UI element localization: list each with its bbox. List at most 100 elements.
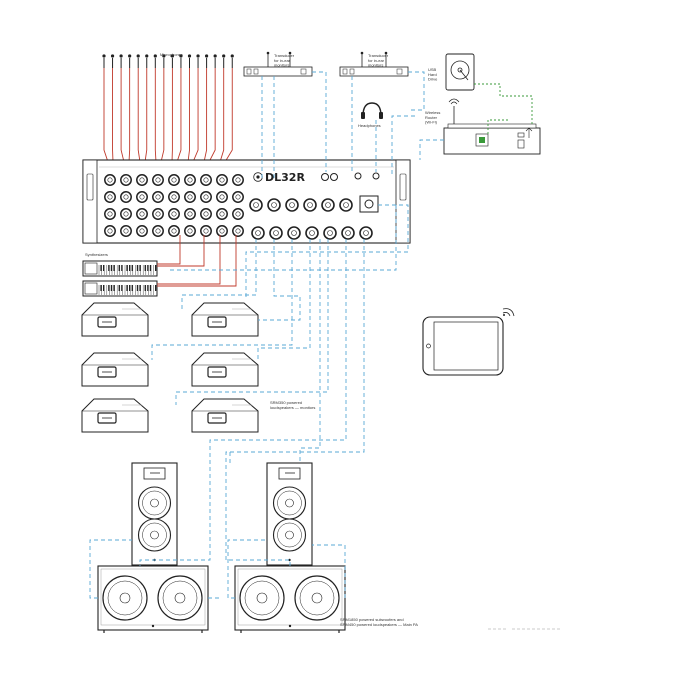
microphone — [187, 54, 192, 68]
output-jack — [321, 173, 329, 181]
xlr-jack — [184, 174, 196, 186]
usb-icon — [525, 127, 533, 138]
microphone — [170, 54, 174, 68]
subwoofer — [234, 565, 346, 633]
microphone — [153, 54, 157, 68]
xlr-jack — [200, 225, 212, 237]
phones-jack — [372, 172, 380, 180]
microphone — [145, 54, 149, 68]
synthesizers-label: Synthesizers — [85, 252, 108, 257]
signal-links — [89, 71, 533, 599]
xlr-jack — [200, 174, 212, 186]
synth-cables — [157, 235, 237, 287]
xlr-jack — [152, 225, 164, 237]
xlr-jack — [184, 191, 196, 203]
combo-jack — [267, 198, 281, 212]
mixer-brand-text: DL32R — [265, 171, 305, 184]
xlr-jack — [120, 191, 132, 203]
xlr-jack — [168, 208, 180, 220]
monitor-wedge — [81, 302, 149, 337]
xlr-jack — [104, 208, 116, 220]
mixer-right-panel — [249, 172, 380, 240]
xlr-jack — [152, 191, 164, 203]
tablet-icon — [422, 316, 504, 376]
xlr-output-jack — [287, 226, 301, 240]
microphone — [230, 54, 234, 68]
microphone — [119, 54, 123, 68]
wifi-icon — [502, 308, 515, 317]
xlr-jack — [216, 191, 228, 203]
xlr-jack — [232, 191, 244, 203]
monitor-wedge — [81, 352, 149, 387]
headphones-label: Headphones — [358, 123, 381, 128]
xlr-input-grid — [104, 174, 244, 237]
microphone — [102, 54, 106, 68]
xlr-jack — [152, 174, 164, 186]
microphones-label: Microphones — [160, 52, 183, 57]
microphone — [196, 54, 200, 68]
aux-box — [359, 195, 379, 213]
in-ear-transducer-right — [339, 51, 409, 77]
xlr-jack — [184, 208, 196, 220]
monitor-wedge — [81, 398, 149, 433]
xlr-jack — [216, 225, 228, 237]
monitor-wedge — [191, 398, 259, 433]
xlr-jack — [120, 174, 132, 186]
in-ear-transducer-left — [243, 51, 313, 77]
microphone — [213, 54, 217, 68]
xlr-jack — [136, 208, 148, 220]
xlr-output-jack — [341, 226, 355, 240]
xlr-output-jack — [323, 226, 337, 240]
microphone — [205, 54, 209, 68]
xlr-jack — [152, 208, 164, 220]
combo-jack — [339, 198, 353, 212]
combo-jack — [303, 198, 317, 212]
xlr-jack — [168, 174, 180, 186]
monitor-wedges — [81, 302, 259, 433]
xlr-jack — [200, 208, 212, 220]
xlr-jack — [120, 225, 132, 237]
main-pa — [97, 462, 346, 633]
xlr-jack — [104, 225, 116, 237]
microphones-group — [102, 54, 234, 68]
xlr-jack — [168, 225, 180, 237]
main-speaker — [266, 462, 313, 566]
monitor-wedge — [191, 302, 259, 337]
synthesizers-group — [82, 260, 158, 297]
microphone — [136, 54, 140, 68]
xlr-jack — [136, 225, 148, 237]
microphone — [162, 54, 166, 68]
xlr-output-jack — [251, 226, 265, 240]
main-speaker — [131, 462, 178, 566]
wireless-router — [443, 98, 541, 155]
subwoofer — [97, 565, 209, 633]
synthesizer — [82, 260, 158, 277]
xlr-jack — [104, 174, 116, 186]
headphones-icon — [361, 102, 383, 119]
synthesizer — [82, 280, 158, 297]
xlr-jack — [136, 174, 148, 186]
combo-jack — [321, 198, 335, 212]
combo-jack — [285, 198, 299, 212]
xlr-output-jack — [305, 226, 319, 240]
xlr-jack — [120, 208, 132, 220]
xlr-jack — [136, 191, 148, 203]
combo-jack — [249, 198, 263, 212]
xlr-output-jack — [359, 226, 373, 240]
xlr-jack — [216, 208, 228, 220]
xlr-jack — [168, 191, 180, 203]
microphone — [110, 54, 115, 68]
xlr-jack — [184, 225, 196, 237]
usb-hard-drive — [445, 53, 475, 91]
output-jack — [330, 173, 338, 181]
microphone — [222, 54, 226, 68]
phones-jack — [354, 172, 362, 180]
xlr-jack — [232, 174, 244, 186]
